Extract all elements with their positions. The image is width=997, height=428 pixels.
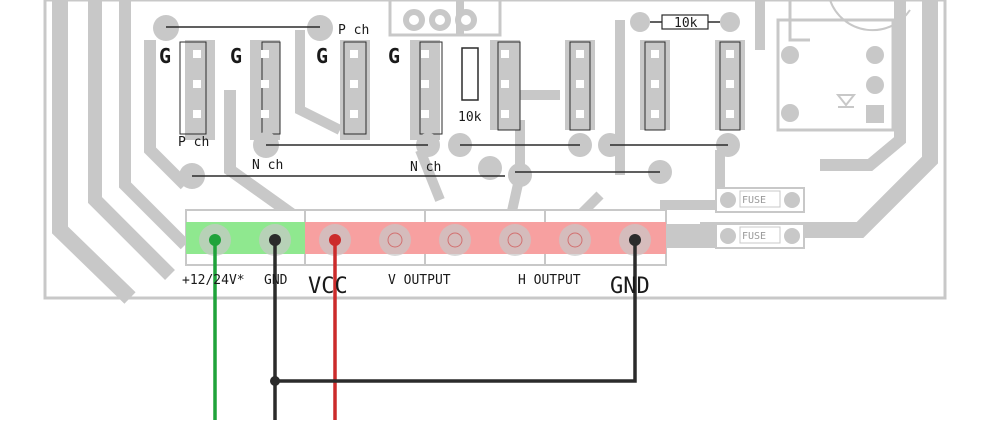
h-output-label: H OUTPUT	[518, 273, 581, 288]
fuse-label-1: FUSE	[742, 195, 766, 206]
mosfet-blocks	[179, 40, 745, 140]
pch-label-top: P ch	[338, 23, 369, 38]
resistor-label-mid: 10k	[458, 110, 482, 125]
power-terminal-label: +12/24V*	[182, 273, 245, 288]
external-wires	[213, 240, 637, 420]
gnd-return-wire	[275, 240, 637, 383]
pch-label-left: P ch	[178, 135, 209, 150]
gate-label-1: G	[159, 44, 171, 68]
gate-label-4: G	[388, 44, 400, 68]
gate-label-2: G	[230, 44, 242, 68]
gate-label-3: G	[316, 44, 328, 68]
terminal-strip	[185, 209, 716, 266]
resistor-label-top: 10k	[674, 16, 698, 31]
relay-block	[776, 0, 911, 132]
gate-lines	[179, 132, 740, 189]
fuse-label-2: FUSE	[742, 231, 766, 242]
nch-label-mid: N ch	[410, 160, 441, 175]
nch-label-left: N ch	[252, 158, 283, 173]
gnd-junction	[270, 376, 280, 386]
terminal-labels: +12/24V* GND VCC V OUTPUT H OUTPUT GND	[182, 273, 650, 299]
board-labels: G G G G P ch P ch N ch N ch 10k 10k FUSE…	[159, 16, 766, 242]
gnd-terminal-label: GND	[264, 273, 288, 288]
gnd-output-label: GND	[610, 274, 650, 299]
v-output-label: V OUTPUT	[388, 273, 451, 288]
vcc-terminal-label: VCC	[308, 274, 348, 299]
gate-bus-top	[153, 9, 740, 41]
terminal-red-zone	[305, 222, 666, 254]
